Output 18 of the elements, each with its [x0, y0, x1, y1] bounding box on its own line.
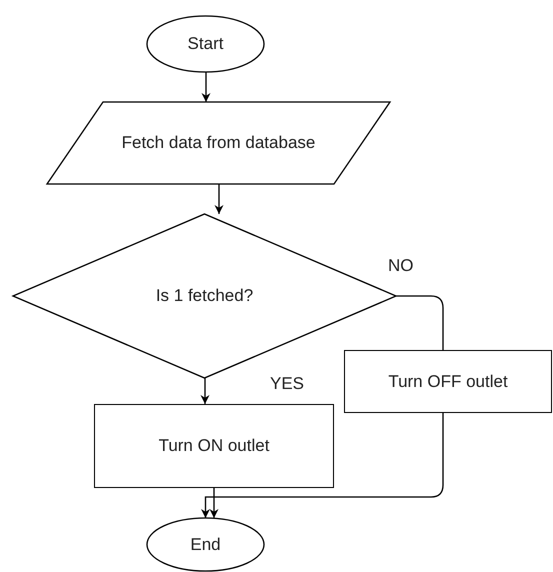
arrow	[214, 184, 224, 214]
process-box	[344, 350, 552, 413]
arrow	[201, 413, 444, 518]
edge-label: NO	[388, 256, 414, 276]
node-label: Turn OFF outlet	[387, 372, 509, 392]
terminator-ellipse	[147, 518, 264, 571]
arrow	[202, 72, 210, 102]
node-label: Turn ON outlet	[158, 436, 270, 456]
node-label: Is 1 fetched?	[154, 286, 254, 306]
arrow	[200, 378, 210, 404]
node-label: End	[189, 534, 222, 554]
edge-label: YES	[270, 374, 304, 394]
process-box	[94, 404, 334, 488]
terminator-ellipse	[147, 16, 264, 72]
node-label: Fetch data from database	[120, 133, 316, 153]
node-label: Start	[186, 34, 224, 54]
arrow	[210, 488, 218, 518]
input-output-parallelogram	[47, 102, 390, 184]
